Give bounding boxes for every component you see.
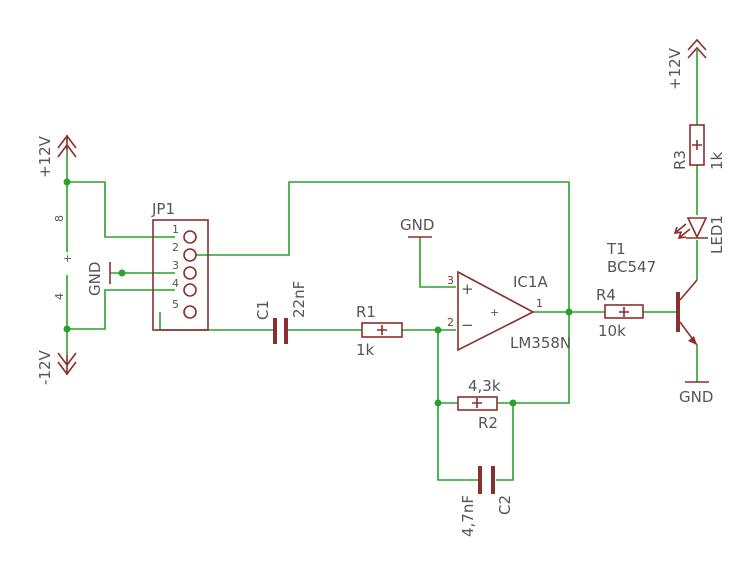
r2-value: 4,3k [468, 377, 501, 395]
wires [66, 50, 698, 481]
led1-diode: LED1 [673, 215, 726, 254]
t1-emitter-arrow [688, 336, 697, 345]
junctions [63, 178, 573, 407]
c2-plate [491, 466, 495, 494]
r4-body [604, 304, 644, 319]
jp1-pin1 [183, 230, 197, 244]
jp1-body [152, 219, 209, 331]
left-pos12-label: +12V [36, 135, 54, 178]
op-plus-sign: + [461, 280, 474, 298]
left-pos12-symbol: +12V [36, 134, 77, 178]
left-neg12-symbol: -12V [36, 350, 77, 385]
junction [118, 269, 126, 277]
wire-c2-r2 [496, 402, 514, 481]
right-pos12-symbol: +12V [666, 38, 707, 90]
t1-gnd-symbol: GND [679, 381, 713, 406]
left-gnd-label: GND [86, 262, 104, 296]
c1-plate [273, 318, 277, 344]
op-pin2: 2 [447, 316, 454, 329]
c2-value: 4,7nF [459, 495, 477, 537]
c1-name: C1 [254, 300, 272, 320]
op-pin3: 3 [447, 274, 454, 287]
wire-neg12-jp1 [67, 289, 175, 330]
op-center-sign: + [490, 306, 499, 319]
led1-light-arrow [673, 223, 687, 234]
t1-base [676, 292, 680, 332]
jp1-pin4-label: 4 [172, 277, 179, 290]
r4-resistor: R4 10k [596, 286, 644, 340]
r4-value: 10k [598, 322, 626, 340]
junction [509, 399, 517, 407]
ic-gnd-symbol: GND [400, 216, 434, 238]
jp1-pin2-label: 2 [172, 241, 179, 254]
c2-name: C2 [496, 495, 514, 515]
r3-resistor: R3 1k [671, 124, 726, 170]
wire-node-c2 [437, 330, 478, 481]
ic1-name: IC1A [513, 273, 548, 291]
junction [63, 325, 71, 333]
c1-capacitor: C1 22nF [254, 281, 308, 344]
right-pos12-label: +12V [666, 47, 684, 90]
pin-8-label: 8 [53, 215, 66, 222]
wire-pos12-jp1 [67, 181, 175, 238]
c1-plate [284, 318, 288, 344]
op-amp-body [457, 270, 535, 352]
t1-value: BC547 [607, 258, 656, 276]
left-neg12-label: -12V [36, 350, 54, 385]
op-amp-ic1a: 3 2 1 + − + IC1A LM358N [447, 270, 571, 352]
jp1-pin5 [183, 305, 197, 319]
c2-plate [478, 466, 482, 494]
r1-body [361, 322, 403, 338]
jp1-pin4 [183, 283, 197, 297]
r2-name: R2 [478, 414, 498, 432]
ic1-value: LM358N [510, 334, 571, 352]
jp1-pin5-label: 5 [172, 298, 179, 311]
pin-plus-label: + [63, 252, 72, 265]
jp1-name: JP1 [151, 200, 175, 218]
led1-triangle [686, 217, 708, 239]
r3-name: R3 [671, 150, 689, 170]
r2-resistor: 4,3k R2 [457, 377, 501, 432]
junction [434, 399, 442, 407]
jp1-connector: JP1 1 2 3 4 5 [151, 200, 209, 331]
junction [63, 178, 71, 186]
led1-name: LED1 [708, 215, 726, 254]
jp1-pin3-label: 3 [172, 259, 179, 272]
wire-gnd-opplus [419, 237, 456, 288]
junction [434, 326, 442, 334]
op-pin1: 1 [536, 297, 543, 310]
t1-collector [679, 279, 698, 301]
r1-name: R1 [356, 303, 376, 321]
t1-transistor: T1 BC547 [606, 240, 698, 346]
r4-name: R4 [596, 286, 616, 304]
r2-body [457, 396, 498, 411]
jp1-pin1-label: 1 [172, 223, 179, 236]
r3-value: 1k [708, 151, 726, 170]
jp1-pin2 [183, 248, 197, 262]
pin-4-label: 4 [53, 293, 66, 300]
t1-gnd-label: GND [679, 388, 713, 406]
wire-jp1-feedback [195, 181, 570, 404]
c1-value: 22nF [290, 281, 308, 318]
led1-light-arrow [677, 228, 691, 239]
jp1-pin3 [183, 266, 197, 280]
op-minus-sign: − [461, 316, 474, 334]
ic-gnd-label: GND [400, 216, 434, 234]
junction [565, 308, 573, 316]
r1-resistor: R1 1k [356, 303, 403, 359]
t1-name: T1 [606, 240, 626, 258]
r1-value: 1k [356, 341, 375, 359]
c2-capacitor: 4,7nF C2 [459, 466, 514, 537]
r3-body [689, 124, 705, 166]
left-gnd-symbol: GND [86, 262, 111, 296]
